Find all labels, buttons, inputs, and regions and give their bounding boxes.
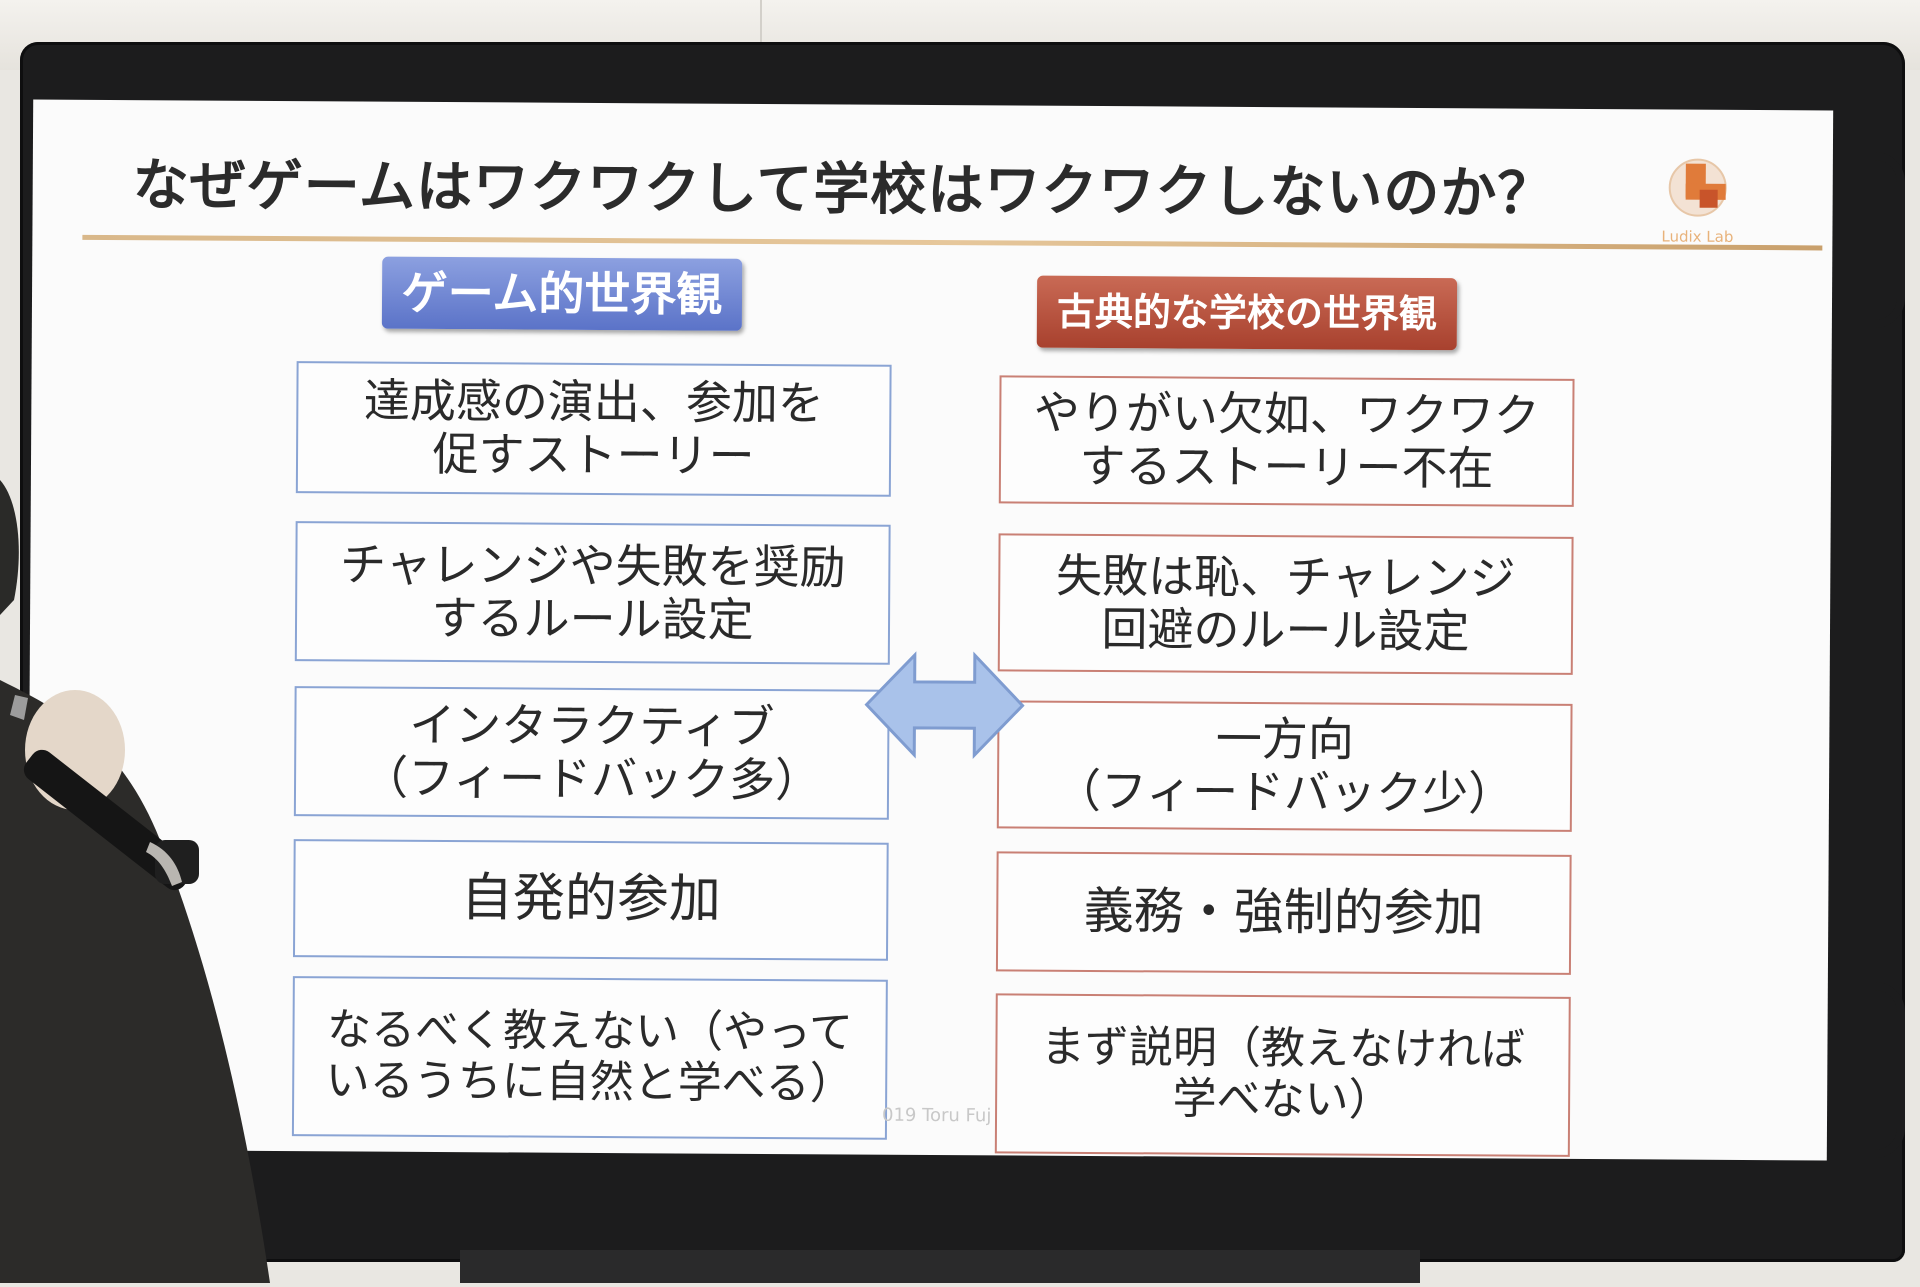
school-item-4: 義務・強制的参加 — [995, 851, 1572, 975]
logo-text: Ludix Lab — [1661, 227, 1734, 246]
game-item-2: チャレンジや失敗を奨励 するルール設定 — [294, 521, 891, 665]
presenter-with-microphone — [0, 480, 270, 1283]
wall-panel-seam — [760, 0, 762, 70]
slide-title: なぜゲームはワクワクして学校はワクワクしないのか？ — [132, 153, 1555, 227]
classic-school-worldview-header: 古典的な学校の世界観 — [1036, 275, 1458, 351]
game-item-5: なるべく教えない（やって いるうちに自然と学べる） — [291, 976, 888, 1140]
monitor-handle-upper — [1875, 152, 1905, 328]
monitor-handle-lower — [1875, 982, 1905, 1158]
game-worldview-header: ゲーム的世界観 — [381, 256, 743, 331]
school-item-3: 一方向 （フィードバック少） — [996, 700, 1573, 832]
school-item-5: まず説明（教えなければ 学べない） — [994, 993, 1571, 1157]
double-headed-arrow-icon — [864, 650, 1025, 761]
school-item-1: やりがい欠如、ワクワク するストーリー不在 — [998, 375, 1575, 507]
title-underline — [82, 234, 1823, 251]
game-item-4: 自発的参加 — [292, 839, 889, 961]
game-item-1: 達成感の演出、参加を 促すストーリー — [295, 361, 892, 497]
slide: なぜゲームはワクワクして学校はワクワクしないのか？ Ludix Lab ゲーム的… — [26, 99, 1834, 1161]
ludix-lab-logo-icon: Ludix Lab — [1642, 149, 1753, 246]
game-item-3: インタラクティブ （フィードバック多） — [293, 686, 890, 820]
copyright-fragment: 019 Toru Fuj — [881, 1104, 992, 1127]
monitor-stand — [460, 1250, 1420, 1283]
school-item-2: 失敗は恥、チャレンジ 回避のルール設定 — [997, 533, 1574, 675]
